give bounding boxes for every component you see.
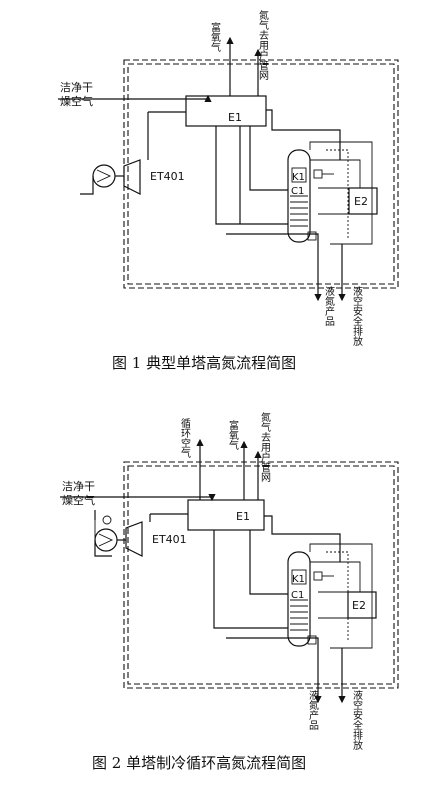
- fig2-clean-dry-air-label-2: 燥空气: [62, 493, 95, 507]
- fig1-liquid-nitrogen-label: 液氮产品: [323, 285, 335, 327]
- fig1-clean-dry-air-label-1: 洁净干: [60, 80, 93, 94]
- fig2-rich-oxygen-label: 富氧气: [227, 419, 239, 450]
- fig1-heat-exchanger-e1: [185, 95, 267, 127]
- fig2-expander-et401: [125, 521, 143, 557]
- fig1-liquid-air-safety-label: 液空安全排放: [351, 285, 363, 347]
- fig2-clean-dry-air-label-1: 洁净干: [62, 479, 95, 493]
- fig2-c1-label: C1: [291, 590, 304, 601]
- fig1-e2-box: [348, 187, 378, 215]
- figure2-diagram: E1 E2 K1 C1 ET401 洁净干 燥空气 循环空气 富: [60, 411, 399, 772]
- fig2-booster-compressor: [94, 528, 118, 552]
- fig2-cold-box-inner: [127, 465, 395, 685]
- fig2-k1-label: K1: [292, 574, 305, 585]
- fig1-cold-box-outer: [123, 59, 399, 289]
- fig1-clean-dry-air-label-2: 燥空气: [60, 94, 93, 108]
- fig1-e2-label: E2: [354, 195, 368, 208]
- fig2-nitrogen-user-label: 氮气去用户管网: [259, 411, 271, 483]
- fig1-et401-label: ET401: [150, 170, 185, 183]
- fig1-e1-label: E1: [228, 111, 242, 124]
- fig2-e1-label: E1: [236, 510, 250, 523]
- fig1-caption: 图 1 典型单塔高氮流程简图: [112, 354, 296, 372]
- fig1-k1-label: K1: [292, 172, 305, 183]
- fig2-e2-label: E2: [352, 599, 366, 612]
- fig2-caption: 图 2 单塔制冷循环高氮流程简图: [92, 754, 306, 772]
- fig1-k1-box: [291, 167, 307, 183]
- fig1-nitrogen-user-label: 氮气去用户管网: [257, 9, 269, 81]
- fig2-recycle-air-label: 循环空气: [179, 417, 191, 458]
- fig1-column-body: [287, 149, 311, 243]
- fig2-liquid-air-safety-label: 液空安全排放: [351, 689, 363, 751]
- fig1-rich-oxygen-label: 富氧气: [209, 21, 221, 52]
- fig2-heat-exchanger-e1: [187, 499, 265, 531]
- fig2-liquid-nitrogen-label: 液氮产品: [307, 689, 319, 731]
- fig1-expander-et401: [123, 159, 141, 195]
- fig2-column-body: [287, 551, 311, 647]
- fig2-cold-box-outer: [123, 461, 399, 689]
- fig1-booster-compressor: [92, 164, 116, 188]
- fig2-recycle-valve: [102, 515, 112, 525]
- fig2-et401-label: ET401: [152, 533, 187, 546]
- figure1-diagram: E1 E2 K1 C1 ET401 洁净干 燥空气 富氧气: [58, 9, 399, 372]
- fig2-e2-box: [347, 591, 377, 619]
- fig1-c1-label: C1: [291, 186, 304, 197]
